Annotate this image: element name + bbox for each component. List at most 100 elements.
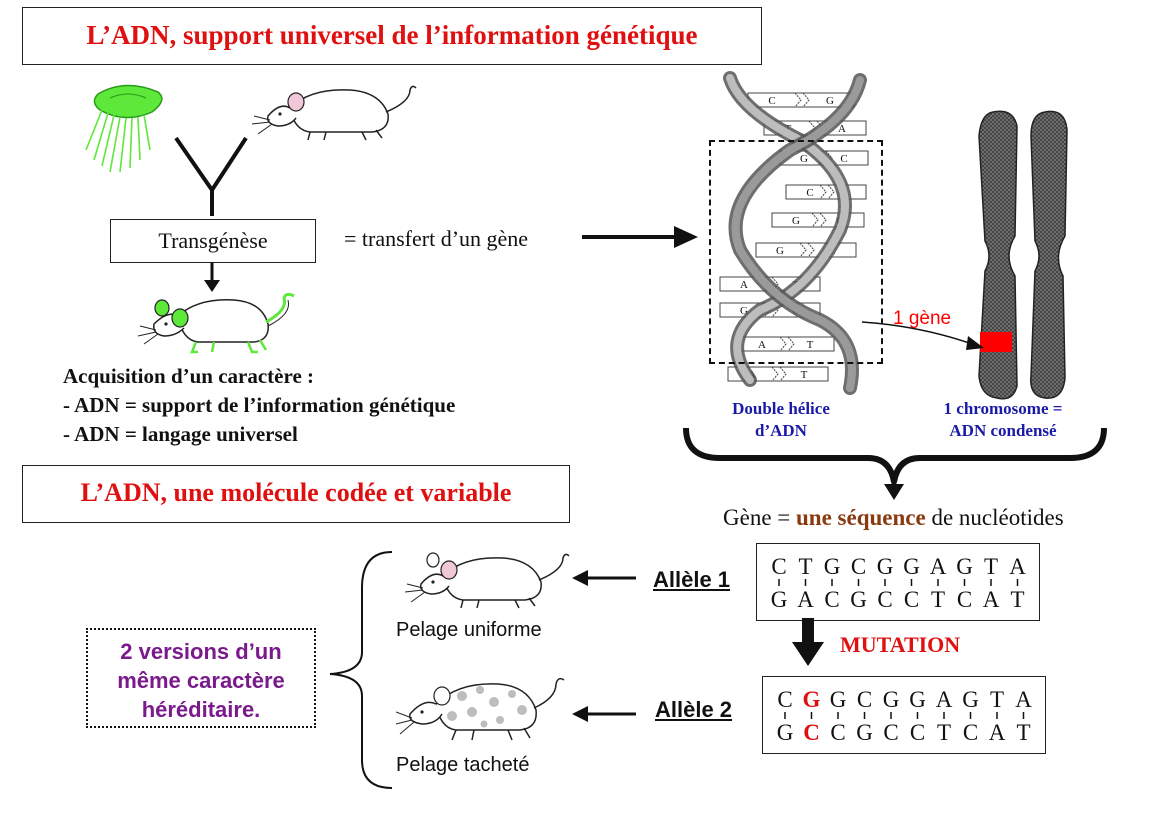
sequence-top-nucleotide: A [930, 554, 947, 579]
sequence-bottom-nucleotide: G [856, 720, 873, 745]
transgenesis-label: Transgénèse [158, 228, 268, 253]
title-coded-variable-text: L’ADN, une molécule codée et variable [80, 478, 512, 507]
chromosome-label-line-1: 1 chromosome = [943, 399, 1063, 418]
sequence-top-nucleotide: C [777, 687, 792, 712]
transgenic-mouse-icon [138, 292, 295, 354]
sequence-bottom-nucleotide: C [904, 587, 919, 612]
sequence-top-nucleotide: G [877, 554, 894, 579]
phenotype-spotted: Pelage tacheté [396, 754, 530, 776]
gene-definition-prefix: Gène = [723, 505, 796, 530]
title-universal-support: L’ADN, support universel de l’informatio… [22, 7, 762, 65]
nucleotide-letter: G [826, 95, 834, 107]
hydrogen-bond [779, 336, 795, 352]
sequence-bottom-nucleotide: C [963, 720, 978, 745]
spotted-mouse-icon [396, 677, 565, 741]
sequence-top-nucleotide: C [857, 687, 872, 712]
allele1-label: Allèle 1 [653, 567, 731, 592]
nucleotide-letter: A [758, 339, 766, 351]
nucleotide-letter: G [776, 245, 784, 257]
sequence-bottom-nucleotide: A [989, 720, 1006, 745]
acquisition-point-1: - ADN = support de l’information génétiq… [63, 393, 456, 417]
sequence-top-nucleotide: G [830, 687, 847, 712]
nucleotide-letter: T [801, 369, 808, 381]
gene-definition-suffix: de nucléotides [925, 505, 1064, 530]
versions-line-3: héréditaire. [141, 697, 261, 722]
sequence-bottom-nucleotide: C [877, 587, 892, 612]
uniform-mouse-icon [404, 552, 570, 609]
sequence-bottom-nucleotide: G [771, 587, 788, 612]
sequence-bottom-nucleotide: C [910, 720, 925, 745]
hydrogen-bond [799, 242, 815, 258]
transfer-definition: = transfert d’un gène [344, 226, 529, 251]
gene-marker [980, 332, 1012, 352]
sequence-top-nucleotide: G [956, 554, 973, 579]
gene-pointer-arrow [861, 321, 984, 350]
sequence-bottom-nucleotide: C [830, 720, 845, 745]
sequence-top-nucleotide: G [962, 687, 979, 712]
sequence-bottom-nucleotide: T [937, 720, 951, 745]
hydrogen-bond [811, 212, 827, 228]
mutation-label: MUTATION [840, 632, 961, 657]
chromosome-label-line-2: ADN condensé [949, 421, 1057, 440]
grouping-brace [683, 427, 1107, 500]
title-universal-support-text: L’ADN, support universel de l’informatio… [86, 20, 698, 50]
nucleotide-letter: A [838, 123, 846, 135]
versions-box: 2 versions d’un même caractère héréditai… [86, 628, 316, 728]
sequence-bottom-nucleotide: T [1010, 587, 1024, 612]
mouse-icon [251, 85, 417, 141]
acquisition-heading: Acquisition d’un caractère : [63, 364, 315, 388]
sequence-top-nucleotide: C [771, 554, 786, 579]
merge-lines [174, 136, 248, 216]
sequence-bottom-nucleotide: G [777, 720, 794, 745]
sequence-top-nucleotide: A [1015, 687, 1032, 712]
sequence-bottom-nucleotide: C [824, 587, 839, 612]
transgenesis-box: Transgénèse [110, 219, 316, 263]
nucleotide-letter: A [740, 279, 748, 291]
sequence-top-nucleotide: T [984, 554, 998, 579]
sequence-top-nucleotide: A [936, 687, 953, 712]
sequence-bottom-nucleotide: C [803, 720, 820, 745]
allele1-arrow [572, 570, 636, 586]
title-coded-variable: L’ADN, une molécule codée et variable [22, 465, 570, 523]
sequence-bottom-nucleotide: C [957, 587, 972, 612]
helix-label: Double hélice d’ADN [708, 398, 854, 442]
sequence-bottom-nucleotide: T [931, 587, 945, 612]
nucleotide-letter: C [806, 187, 813, 199]
sequence-bottom-nucleotide: A [983, 587, 1000, 612]
allele2-arrow [572, 706, 636, 722]
arrow-to-dna [582, 226, 698, 248]
gene-definition: Gène = une séquence de nucléotides [723, 505, 1064, 531]
transgenesis-down-arrow [204, 262, 220, 292]
nucleotide-letter: G [800, 153, 808, 165]
gene-zoom-box [709, 140, 883, 364]
mutation-arrow [792, 618, 824, 666]
phenotype-uniform: Pelage uniforme [396, 619, 542, 641]
gene-definition-emphasis: une séquence [796, 505, 926, 530]
acquisition-block: Acquisition d’un caractère : - ADN = sup… [63, 362, 455, 449]
sequence-top-nucleotide: G [803, 687, 821, 712]
sequence-bottom-nucleotide: T [1016, 720, 1030, 745]
sequence-bottom-nucleotide: C [883, 720, 898, 745]
nucleotide-letter: C [840, 153, 847, 165]
nucleotide-letter: C [768, 95, 775, 107]
sequence-top-nucleotide: T [990, 687, 1004, 712]
sequence-top-nucleotide: G [883, 687, 900, 712]
sequence-top-nucleotide: C [851, 554, 866, 579]
helix-label-line-2: d’ADN [755, 421, 807, 440]
nucleotide-letter: T [807, 339, 814, 351]
allele2-label: Allèle 2 [655, 697, 733, 722]
sequence-top-nucleotide: G [909, 687, 926, 712]
hydrogen-bond [771, 366, 787, 382]
sequence-bottom-nucleotide: G [850, 587, 867, 612]
sequence-bottom-nucleotide: A [797, 587, 814, 612]
versions-brace [329, 551, 393, 789]
hydrogen-bond [819, 184, 835, 200]
gene-pointer-label: 1 gène [893, 308, 952, 329]
sequence-top-nucleotide: G [903, 554, 920, 579]
chromosome-label: 1 chromosome = ADN condensé [918, 398, 1088, 442]
hydrogen-bond [794, 92, 810, 108]
